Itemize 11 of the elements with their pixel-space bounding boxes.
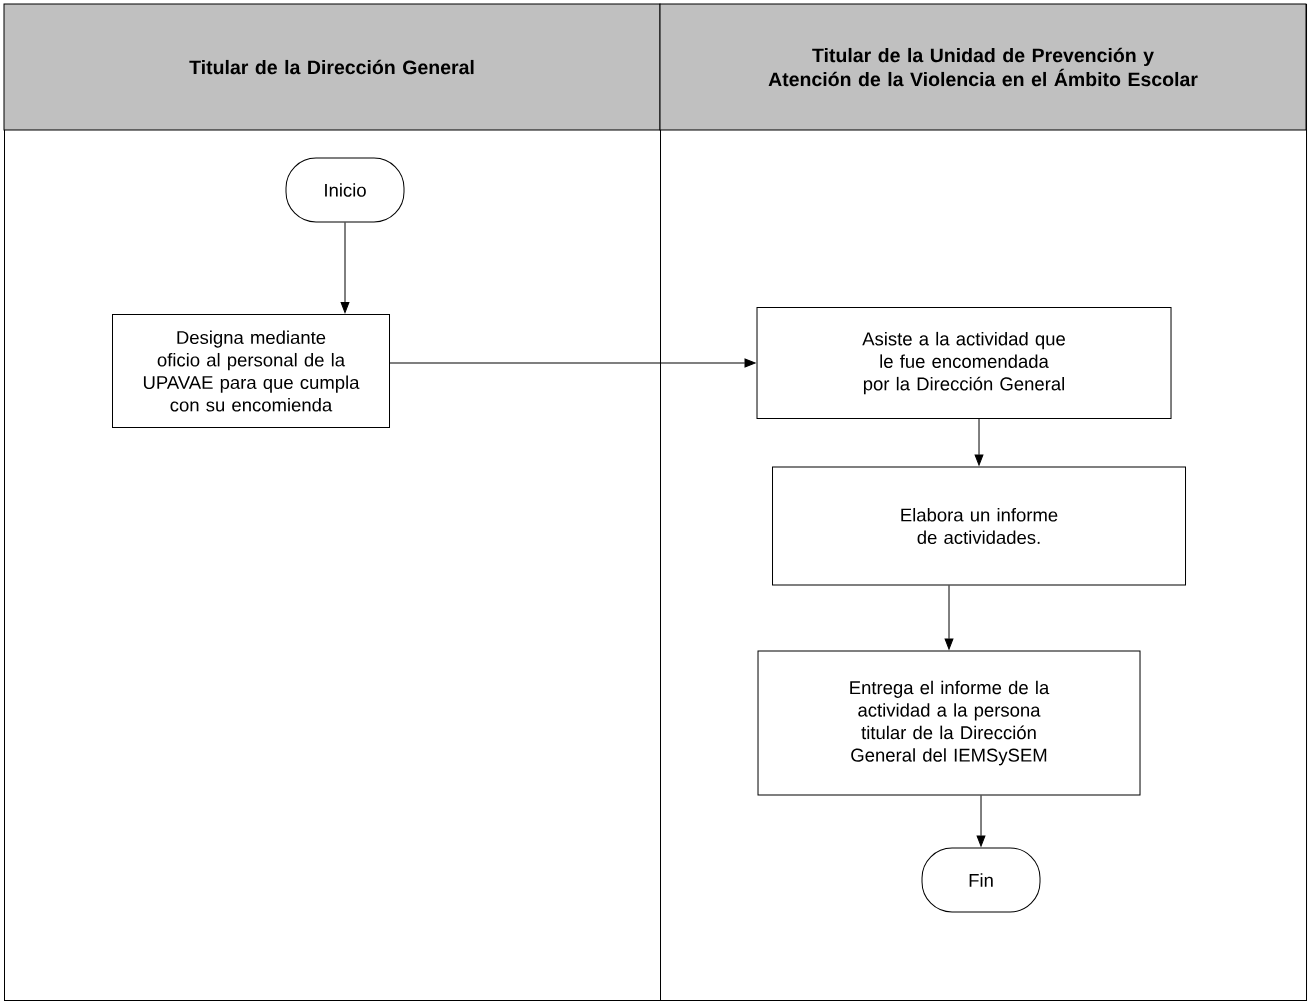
process-box: Designa mediante oficio al personal de la UPAVAE para que cumpla con su encomienda bbox=[112, 314, 390, 428]
arrow bbox=[340, 222, 350, 314]
terminal-box: Inicio bbox=[285, 157, 405, 223]
terminal-box: Fin bbox=[921, 847, 1041, 913]
arrow bbox=[389, 358, 756, 368]
arrow bbox=[976, 795, 986, 847]
process-box: Asiste a la actividad que le fue encomendada por la Dirección General bbox=[756, 307, 1172, 419]
process-box: Elabora un informe de actividades. bbox=[772, 466, 1186, 586]
arrow bbox=[944, 585, 954, 650]
process-box: Entrega el informe de la actividad a la persona titular de la Dirección General del IEMSySEM bbox=[757, 650, 1141, 796]
arrow bbox=[974, 418, 984, 466]
